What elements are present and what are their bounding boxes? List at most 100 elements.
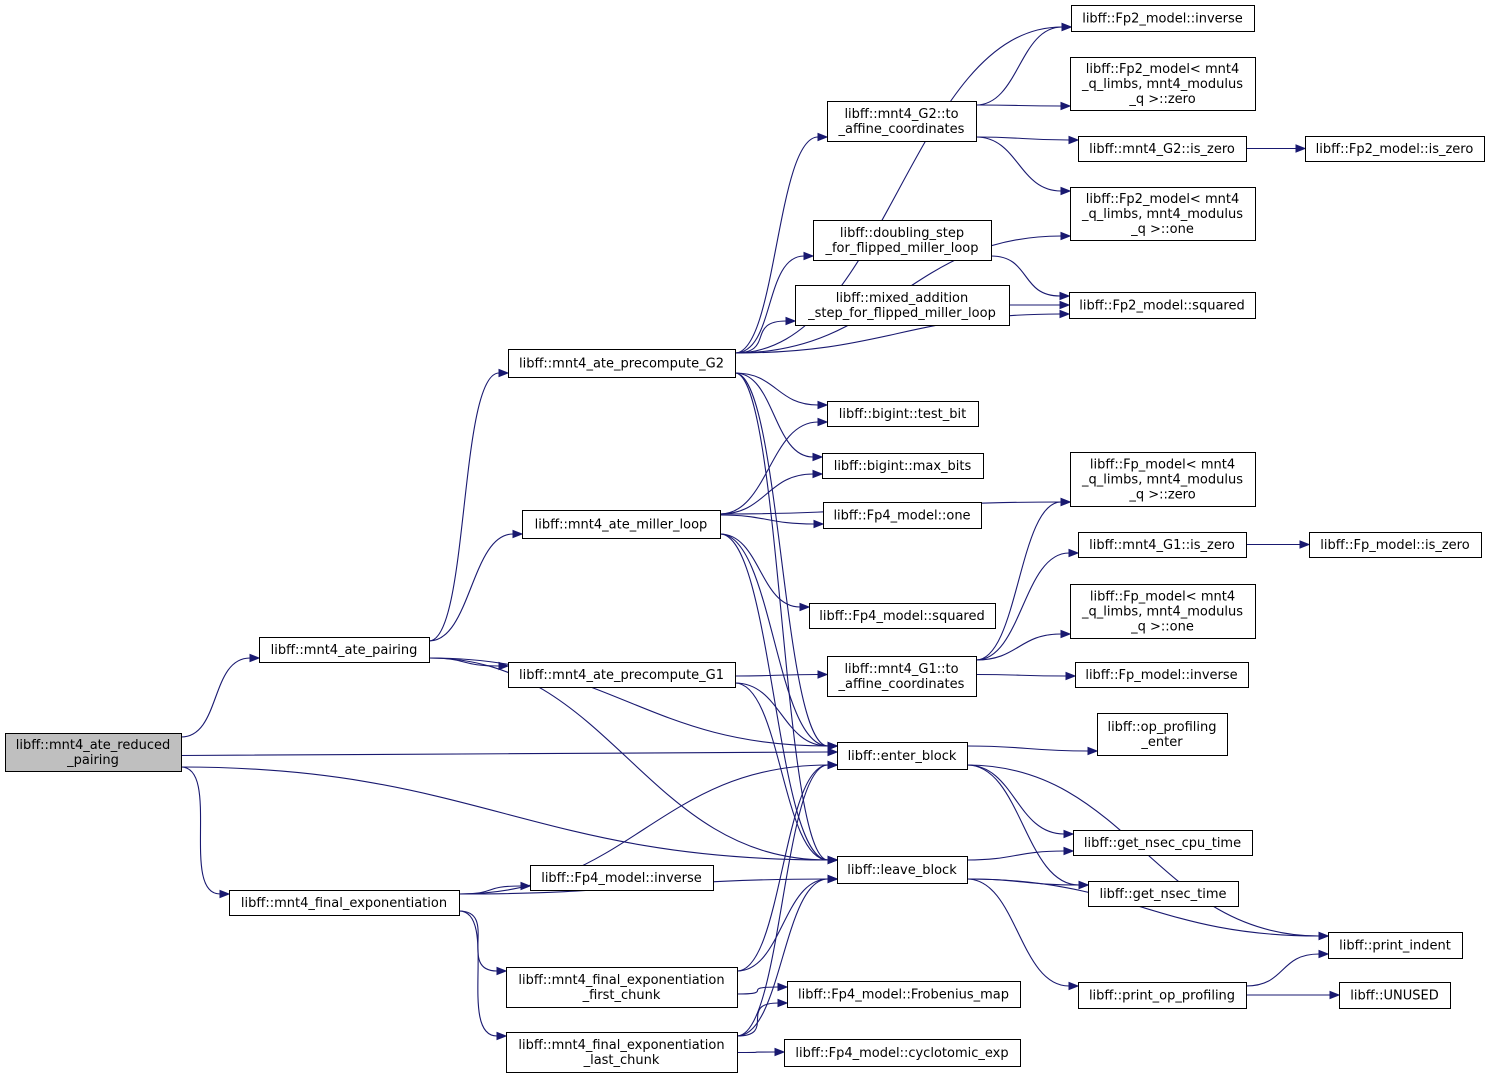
node-label: libff::mnt4_final_exponentiation (241, 896, 447, 911)
node-label: libff::Fp4_model::one (833, 509, 970, 524)
edge-root-to-enter-block (180, 747, 839, 757)
edge-line (734, 372, 829, 747)
node-g2-is-zero[interactable]: libff::mnt4_G2::is_zero (1078, 136, 1247, 162)
edge-root-to-ate-pairing (180, 653, 261, 738)
edge-arrowhead (1061, 22, 1073, 32)
node-fp4-one[interactable]: libff::Fp4_model::one (823, 502, 982, 529)
node-last-chunk[interactable]: libff::mnt4_final_exponentiation_last_ch… (506, 1032, 738, 1073)
node-nsec-time[interactable]: libff::get_nsec_time (1088, 881, 1239, 907)
edge-arrowhead (1060, 231, 1072, 241)
node-miller[interactable]: libff::mnt4_ate_miller_loop (522, 510, 721, 539)
node-test-bit[interactable]: libff::bigint::test_bit (827, 401, 979, 427)
node-label: libff::Fp4_model::inverse (541, 871, 702, 886)
node-final-exp[interactable]: libff::mnt4_final_exponentiation (229, 890, 460, 916)
edge-line (736, 1002, 779, 1037)
edge-line (180, 751, 829, 757)
edge-pre-G2-to-max-bits (734, 372, 824, 462)
node-label: _step_for_flipped_miller_loop (807, 306, 996, 321)
node-print-indent[interactable]: libff::print_indent (1328, 932, 1463, 959)
node-fp4-squared[interactable]: libff::Fp4_model::squared (809, 603, 996, 629)
node-unused[interactable]: libff::UNUSED (1339, 982, 1451, 1009)
node-label: _pairing (66, 753, 119, 768)
node-op-prof-enter[interactable]: libff::op_profiling_enter (1097, 713, 1228, 756)
edge-last-chunk-to-frobenius (736, 998, 789, 1037)
node-label: _last_chunk (583, 1053, 660, 1068)
node-fp2-one[interactable]: libff::Fp2_model< mnt4_q_limbs, mnt4_mod… (1070, 187, 1256, 241)
node-fp-is-zero[interactable]: libff::Fp_model::is_zero (1309, 532, 1482, 558)
node-label: _affine_coordinates (838, 677, 965, 692)
edge-line (428, 372, 500, 642)
edge-print-op-prof-to-unused (1245, 990, 1341, 1000)
edge-line (180, 766, 221, 895)
node-label: _first_chunk (582, 988, 661, 1003)
edge-arrowhead (498, 661, 510, 671)
node-max-bits[interactable]: libff::bigint::max_bits (822, 453, 984, 479)
node-box (837, 742, 968, 770)
node-pre-G1[interactable]: libff::mnt4_ate_precompute_G1 (508, 662, 736, 688)
node-ate-pairing[interactable]: libff::mnt4_ate_pairing (259, 637, 430, 663)
node-box (1078, 136, 1247, 162)
edge-g1-affine-to-fp-zero (975, 497, 1072, 661)
node-label: _q_limbs, mnt4_modulus (1081, 473, 1243, 488)
node-fp-one[interactable]: libff::Fp_model< mnt4_q_limbs, mnt4_modu… (1070, 584, 1256, 639)
edge-pre-G1-to-leave-block (734, 682, 839, 865)
node-box (530, 865, 714, 891)
node-box (827, 656, 977, 697)
node-print-op-prof[interactable]: libff::print_op_profiling (1078, 982, 1247, 1009)
node-label: libff::Fp2_model< mnt4 (1086, 192, 1239, 207)
node-root[interactable]: libff::mnt4_ate_reduced_pairing (5, 733, 182, 772)
edge-line (1245, 953, 1320, 987)
edge-miller-to-max-bits (719, 469, 824, 515)
edge-arrowhead (1329, 990, 1341, 1000)
node-box (1339, 982, 1451, 1009)
node-pre-G2[interactable]: libff::mnt4_ate_precompute_G2 (508, 349, 736, 378)
node-box (1070, 452, 1256, 507)
edge-arrowhead (1060, 186, 1072, 196)
edge-line (734, 372, 829, 861)
edge-arrowhead (1060, 497, 1072, 507)
edge-last-chunk-to-cyclotomic (736, 1047, 786, 1057)
node-fp2-zero[interactable]: libff::Fp2_model< mnt4_q_limbs, mnt4_mod… (1070, 57, 1256, 111)
node-first-chunk[interactable]: libff::mnt4_final_exponentiation_first_c… (506, 967, 738, 1008)
edge-arrowhead (1060, 101, 1072, 111)
node-g1-affine[interactable]: libff::mnt4_G1::to_affine_coordinates (827, 656, 977, 697)
node-cpu-time[interactable]: libff::get_nsec_cpu_time (1073, 830, 1253, 856)
edge-arrowhead (803, 251, 815, 261)
edge-arrowhead (785, 316, 797, 326)
node-label: libff::op_profiling (1107, 720, 1216, 735)
node-g2-affine[interactable]: libff::mnt4_G2::to_affine_coordinates (827, 101, 977, 142)
node-box (837, 856, 968, 884)
node-box (259, 637, 430, 663)
edge-line (736, 986, 779, 995)
edge-line (966, 745, 1089, 752)
node-frobenius[interactable]: libff::Fp4_model::Frobenius_map (787, 981, 1021, 1008)
edge-line (975, 136, 1070, 141)
node-mixed-add[interactable]: libff::mixed_addition_step_for_flipped_m… (795, 285, 1010, 326)
edge-arrowhead (777, 998, 789, 1008)
edge-root-to-final-exp (180, 766, 231, 899)
edge-arrowhead (812, 469, 824, 479)
node-fp-zero[interactable]: libff::Fp_model< mnt4_q_limbs, mnt4_modu… (1070, 452, 1256, 507)
node-box (1305, 136, 1485, 162)
node-box (813, 220, 992, 261)
edge-line (734, 673, 819, 677)
node-fp2-squared[interactable]: libff::Fp2_model::squared (1069, 292, 1256, 319)
edge-arrowhead (1295, 144, 1307, 153)
node-label: _affine_coordinates (838, 122, 965, 137)
edge-arrowhead (1063, 829, 1075, 839)
node-cyclotomic[interactable]: libff::Fp4_model::cyclotomic_exp (784, 1039, 1021, 1067)
node-label: libff::get_nsec_time (1099, 887, 1226, 902)
edge-arrowhead (496, 1031, 508, 1041)
edge-arrowhead (777, 982, 789, 992)
edge-arrowhead (813, 519, 825, 529)
node-fp2-is-zero[interactable]: libff::Fp2_model::is_zero (1305, 136, 1485, 162)
node-box (822, 453, 984, 479)
node-leave-block[interactable]: libff::leave_block (837, 856, 968, 884)
node-enter-block[interactable]: libff::enter_block (837, 742, 968, 770)
node-fp4-inverse[interactable]: libff::Fp4_model::inverse (530, 865, 714, 891)
node-fp2-inverse[interactable]: libff::Fp2_model::inverse (1071, 5, 1255, 32)
node-g1-is-zero[interactable]: libff::mnt4_G1::is_zero (1078, 532, 1247, 558)
node-fp-inverse[interactable]: libff::Fp_model::inverse (1075, 662, 1249, 688)
node-doubling[interactable]: libff::doubling_step_for_flipped_miller_… (813, 220, 992, 261)
edge-line (734, 320, 787, 354)
